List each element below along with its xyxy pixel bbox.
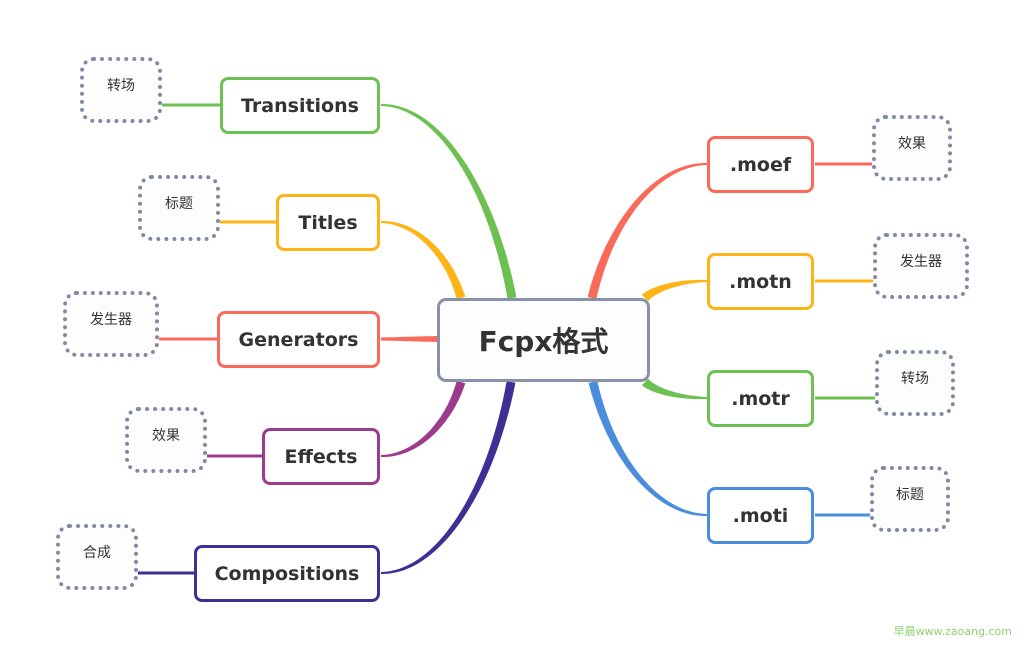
branch-label: .moef — [729, 153, 792, 176]
root-topic[interactable]: Fcpx格式 — [437, 298, 650, 382]
branch-label: .motr — [731, 387, 790, 410]
branch-label: Compositions — [214, 562, 360, 585]
leaf-label: 效果 — [152, 428, 180, 444]
branch-moef[interactable]: .moef — [707, 136, 814, 193]
leaf-label: 转场 — [901, 371, 929, 387]
connector-root-to-branch — [381, 221, 466, 300]
branch-label: Transitions — [241, 94, 359, 117]
branch-transitions[interactable]: Transitions — [220, 77, 380, 134]
leaf-generators-zh[interactable]: 发生器 — [63, 291, 159, 357]
branch-motn[interactable]: .motn — [707, 253, 814, 310]
leaf-label: 标题 — [896, 487, 924, 503]
connector-root-to-branch — [587, 163, 707, 299]
branch-generators[interactable]: Generators — [217, 311, 380, 368]
connector-root-to-branch — [641, 279, 707, 302]
connector-root-to-branch — [641, 378, 707, 400]
branch-label: Generators — [238, 328, 359, 351]
leaf-compositions-zh[interactable]: 合成 — [56, 524, 138, 590]
connector-root-to-branch — [381, 336, 437, 342]
connector-root-to-branch — [381, 104, 517, 299]
branch-moti[interactable]: .moti — [707, 487, 814, 544]
branch-effects[interactable]: Effects — [262, 428, 380, 485]
branch-titles[interactable]: Titles — [276, 194, 380, 251]
leaf-moti-zh[interactable]: 标题 — [870, 466, 950, 532]
leaf-label: 合成 — [83, 545, 111, 561]
leaf-titles-zh[interactable]: 标题 — [138, 175, 220, 241]
branch-compositions[interactable]: Compositions — [194, 545, 380, 602]
branch-label: .motn — [729, 270, 792, 293]
leaf-label: 标题 — [165, 196, 193, 212]
root-topic-label: Fcpx格式 — [478, 325, 609, 358]
connector-root-to-branch — [381, 380, 466, 457]
branch-label: .moti — [732, 504, 789, 527]
leaf-label: 发生器 — [900, 254, 942, 270]
leaf-effects-zh[interactable]: 效果 — [125, 407, 207, 473]
leaf-label: 发生器 — [90, 312, 132, 328]
leaf-transitions-zh[interactable]: 转场 — [80, 57, 162, 123]
branch-motr[interactable]: .motr — [707, 370, 814, 427]
branch-label: Titles — [298, 211, 358, 234]
leaf-moef-zh[interactable]: 效果 — [872, 115, 952, 181]
leaf-label: 转场 — [107, 78, 135, 94]
leaf-label: 效果 — [898, 136, 926, 152]
connector-root-to-branch — [381, 381, 516, 574]
connector-root-to-branch — [588, 381, 707, 516]
watermark: 早晨www.zaoang.com — [893, 625, 1012, 638]
leaf-motr-zh[interactable]: 转场 — [875, 350, 955, 416]
leaf-motn-zh[interactable]: 发生器 — [873, 233, 969, 299]
branch-label: Effects — [284, 445, 358, 468]
